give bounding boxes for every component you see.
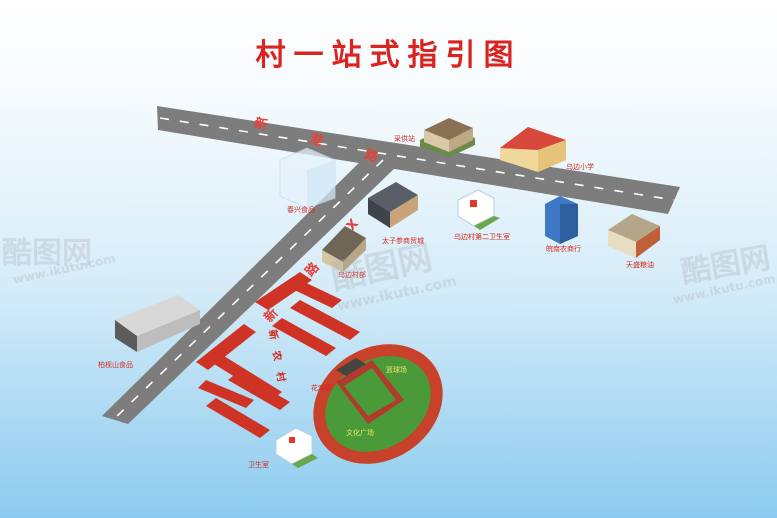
village-department-building [322, 226, 366, 272]
clinic-label: 卫生室 [248, 461, 269, 469]
culture-square-label: 文化广场 [346, 429, 374, 437]
clinic-2-building [457, 189, 500, 230]
basketball-court-label: 篮球场 [386, 366, 407, 374]
bank-building [545, 196, 578, 244]
map-title: 村一站式指引图 [255, 38, 522, 73]
main-road [157, 106, 680, 214]
village-department-label: 乌边村部 [338, 271, 366, 279]
taizi-hotel-building [368, 182, 418, 228]
village-housing-blocks [196, 272, 360, 438]
supply-station-label: 采供站 [394, 135, 415, 143]
baiqingshan-food-building [115, 295, 200, 352]
branch-road [102, 150, 395, 424]
wubian-school-building [500, 127, 566, 172]
grain-oil-building [608, 214, 660, 258]
baiqingshan-food-label: 柏枧山食品 [98, 361, 133, 369]
opera-stage-label: 花戏楼 [311, 384, 332, 392]
supply-station-building [420, 118, 475, 157]
chunxing-food-label: 春兴食品 [287, 206, 315, 214]
watermark-brand-left: 酷图网 [2, 236, 92, 271]
opera-stage-building [336, 358, 366, 376]
grain-oil-label: 天盛粮油 [626, 261, 654, 269]
chunxing-food-building [279, 147, 336, 209]
taizi-hotel-label: 太子参商贸城 [382, 237, 424, 245]
bank-label: 皖南农商行 [546, 245, 581, 253]
clinic-building [275, 427, 318, 468]
wubian-school-label: 乌边小学 [566, 163, 594, 171]
clinic-2-label: 乌边村第二卫生室 [454, 233, 510, 241]
